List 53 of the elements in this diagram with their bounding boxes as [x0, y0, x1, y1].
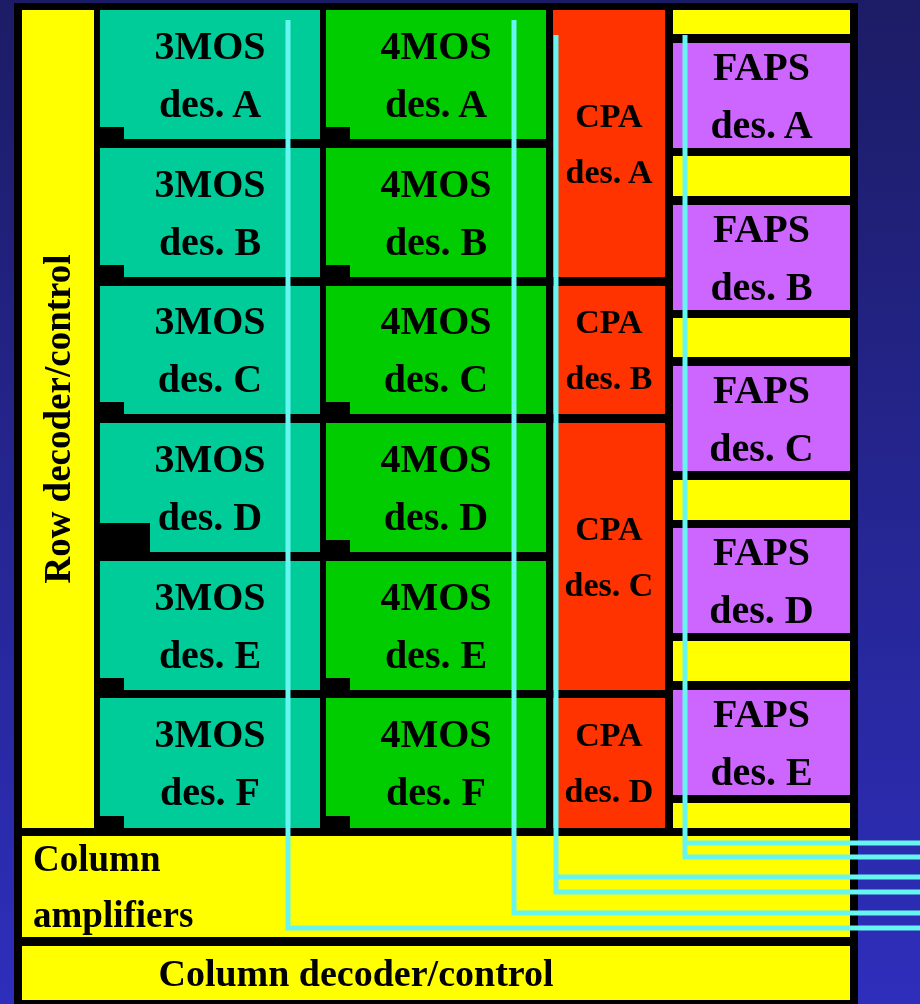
block-label: 4MOS des. D: [379, 434, 493, 541]
spacer-bar: [673, 641, 850, 681]
circuit-block: [326, 286, 546, 414]
block-label: 3MOS des. D: [153, 434, 267, 541]
circuit-block: [100, 10, 320, 139]
faps-block: [673, 43, 850, 148]
block-label: FAPS des. E: [709, 689, 814, 796]
column-decoder-block: [22, 946, 850, 1000]
cpa-block: [553, 10, 665, 277]
spacer-bar: [673, 156, 850, 196]
cpa-block: [553, 286, 665, 414]
circuit-block: [326, 423, 546, 552]
spacer-bar: [673, 10, 850, 34]
block-label: FAPS des. A: [709, 42, 814, 149]
block-label: 3MOS des. A: [153, 21, 267, 128]
circuit-block: [100, 561, 320, 690]
block-label: 4MOS des. B: [379, 159, 493, 266]
cpa-block: [553, 698, 665, 828]
circuit-block: [326, 148, 546, 277]
block-label: FAPS des. D: [708, 527, 815, 634]
faps-block: [673, 528, 850, 633]
circuit-block: [326, 698, 546, 828]
circuit-block: [100, 148, 320, 277]
block-label: FAPS des. C: [708, 365, 815, 472]
block-label: Column decoder/control: [158, 951, 554, 995]
block-label: 3MOS des. C: [153, 297, 267, 403]
block-label: FAPS des. B: [709, 204, 814, 311]
block-label: 4MOS des. A: [379, 21, 493, 128]
block-label: CPA des. C: [563, 508, 655, 605]
block-label: 4MOS des. F: [379, 710, 493, 816]
spacer-bar: [673, 318, 850, 357]
block-label: 3MOS des. E: [153, 572, 267, 679]
block-label: Row decoder/control: [36, 254, 79, 584]
circuit-block: [100, 698, 320, 828]
block-label: 4MOS des. E: [379, 572, 493, 679]
block-label: 3MOS des. B: [153, 159, 267, 266]
block-label: CPA des. D: [563, 715, 655, 811]
row-decoder-block: [22, 10, 94, 828]
faps-block: [673, 205, 850, 310]
block-label: CPA des. B: [564, 302, 654, 398]
circuit-block: [100, 423, 320, 552]
circuit-block: [100, 286, 320, 414]
block-label: 4MOS des. C: [379, 297, 493, 403]
block-label: CPA des. A: [564, 95, 654, 192]
spacer-bar: [673, 480, 850, 520]
block-label: Column amplifiers: [33, 836, 195, 937]
spacer-bar: [673, 803, 850, 828]
block-label: 3MOS des. F: [153, 710, 267, 816]
faps-block: [673, 366, 850, 471]
faps-block: [673, 690, 850, 795]
circuit-block: [326, 561, 546, 690]
circuit-block: [326, 10, 546, 139]
cpa-block: [553, 423, 665, 690]
